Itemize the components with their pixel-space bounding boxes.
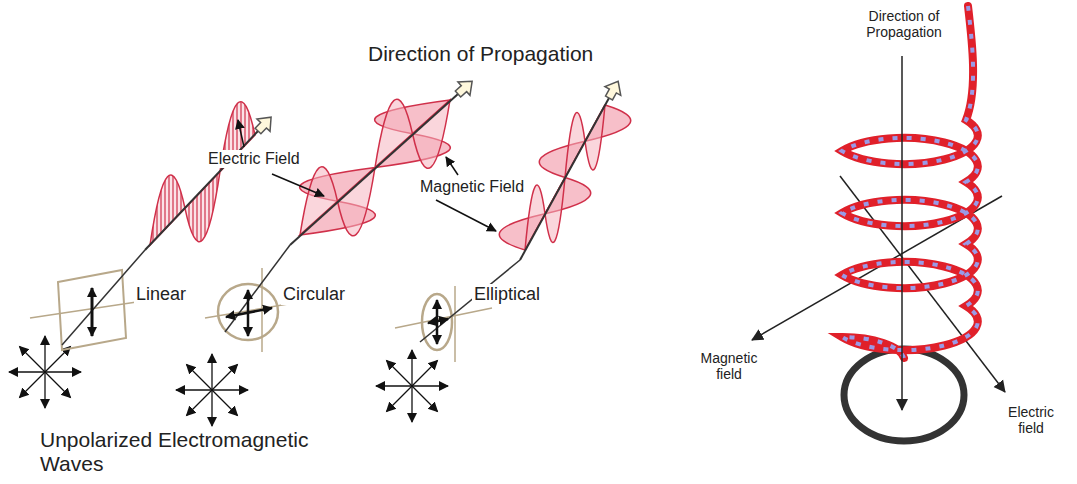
polarization-label: Linear: [134, 284, 188, 305]
linear-icon: [30, 250, 150, 350]
unpolarized-star: [9, 336, 81, 408]
axis-label: Magnetic field: [690, 350, 768, 382]
polarization-label: Elliptical: [472, 284, 542, 305]
axis-label: Direction of Propagation: [852, 8, 956, 40]
axis-label: Electric field: [994, 404, 1068, 436]
field-label: Electric Field: [206, 150, 302, 168]
circular-wave: [290, 94, 458, 245]
unpolarized-star: [376, 350, 448, 422]
field-label: Magnetic Field: [418, 178, 526, 196]
caption-label: Unpolarized Electromagnetic Waves: [38, 428, 352, 476]
linear-wave: [145, 102, 258, 250]
leader-arrows: [238, 120, 496, 231]
unpolarized-star: [176, 354, 248, 426]
heading-label: Direction of Propagation: [366, 42, 595, 66]
elliptical-icon: [395, 260, 520, 362]
helix-illustration: [752, 6, 1005, 441]
polarization-label: Circular: [281, 284, 347, 305]
